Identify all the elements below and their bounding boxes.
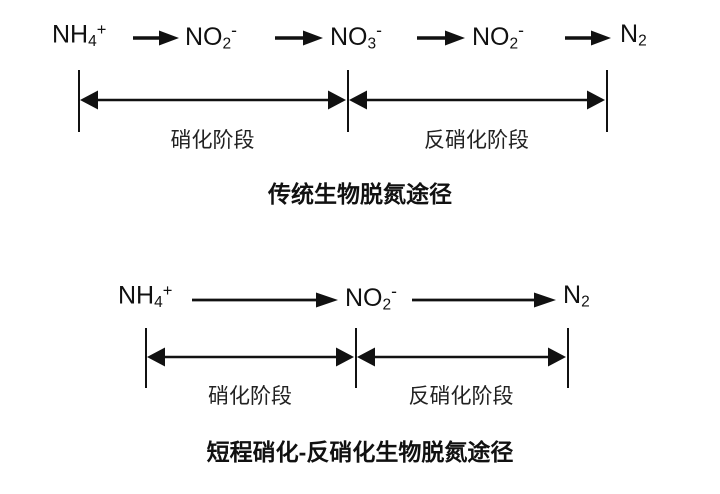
reaction-arrow-row1-2 [275, 30, 323, 46]
species-nh4-plus-row1: NH4+ [52, 20, 107, 50]
diagram-caption-traditional: 传统生物脱氮途径 [268, 181, 452, 207]
species-no2-minus-row1-b: NO2- [472, 20, 524, 53]
stage-span-arrow-row2-denitrification [357, 347, 566, 367]
reaction-arrow-row1-4 [565, 30, 611, 46]
stage-span-arrow-row1-denitrification [349, 90, 605, 110]
species-nh4-plus-row2: NH4+ [118, 281, 173, 311]
boundary-tick-row2-left [145, 328, 147, 388]
boundary-tick-row1-right [606, 70, 608, 132]
stage-label-row2-nitrification: 硝化阶段 [208, 385, 292, 408]
reaction-arrow-row2-1 [192, 292, 338, 308]
species-n2-row2: N2 [563, 281, 590, 311]
stage-label-row2-denitrification: 反硝化阶段 [408, 385, 514, 408]
stage-label-row1-nitrification: 硝化阶段 [170, 129, 255, 152]
boundary-tick-row2-middle [355, 328, 357, 388]
boundary-tick-row2-right [567, 328, 569, 388]
reaction-arrow-row1-1 [133, 30, 179, 46]
species-no3-minus-row1: NO3- [330, 20, 382, 53]
stage-span-arrow-row2-nitrification [147, 347, 354, 367]
species-no2-minus-row2: NO2- [345, 281, 397, 314]
stage-label-row1-denitrification: 反硝化阶段 [424, 129, 529, 152]
diagram-caption-shortcut: 短程硝化-反硝化生物脱氮途径 [206, 439, 514, 465]
reaction-arrow-row2-2 [412, 292, 556, 308]
boundary-tick-row1-left [78, 70, 80, 132]
stage-span-arrow-row1-nitrification [80, 90, 346, 110]
boundary-tick-row1-middle [347, 70, 349, 132]
species-no2-minus-row1-a: NO2- [185, 20, 237, 53]
species-n2-row1: N2 [620, 20, 647, 50]
reaction-arrow-row1-3 [417, 30, 465, 46]
